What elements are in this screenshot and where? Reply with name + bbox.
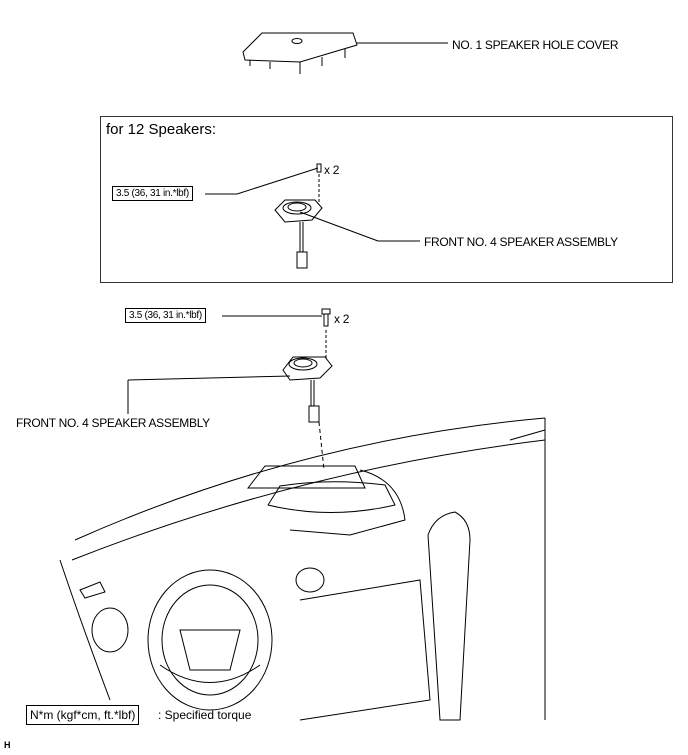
inset-speaker-drawing [274,163,323,269]
legend-text: : Specified torque [158,708,252,722]
main-torque-value: 3.5 (36, 31 in.*lbf) [125,308,206,323]
illustration-code: H [4,740,11,750]
legend-torque-unit: N*m (kgf*cm, ft.*lbf) [26,705,140,725]
main-bolt-qty: x 2 [334,312,350,326]
inset-bolt-qty: x 2 [324,163,340,177]
label-hole-cover: NO. 1 SPEAKER HOLE COVER [452,38,619,52]
leader-inset-bolt [236,167,319,195]
inset-12-speakers-frame [100,116,673,283]
dashboard-drawing [59,417,546,721]
inset-title: for 12 Speakers: [106,121,217,138]
speaker-hole-cover-drawing [242,32,358,74]
inset-torque-value: 3.5 (36, 31 in.*lbf) [112,186,193,201]
leader-inset-speaker [299,211,379,242]
label-inset-speaker: FRONT NO. 4 SPEAKER ASSEMBLY [424,235,618,249]
label-main-speaker: FRONT NO. 4 SPEAKER ASSEMBLY [16,416,210,430]
main-speaker-drawing [282,308,333,471]
